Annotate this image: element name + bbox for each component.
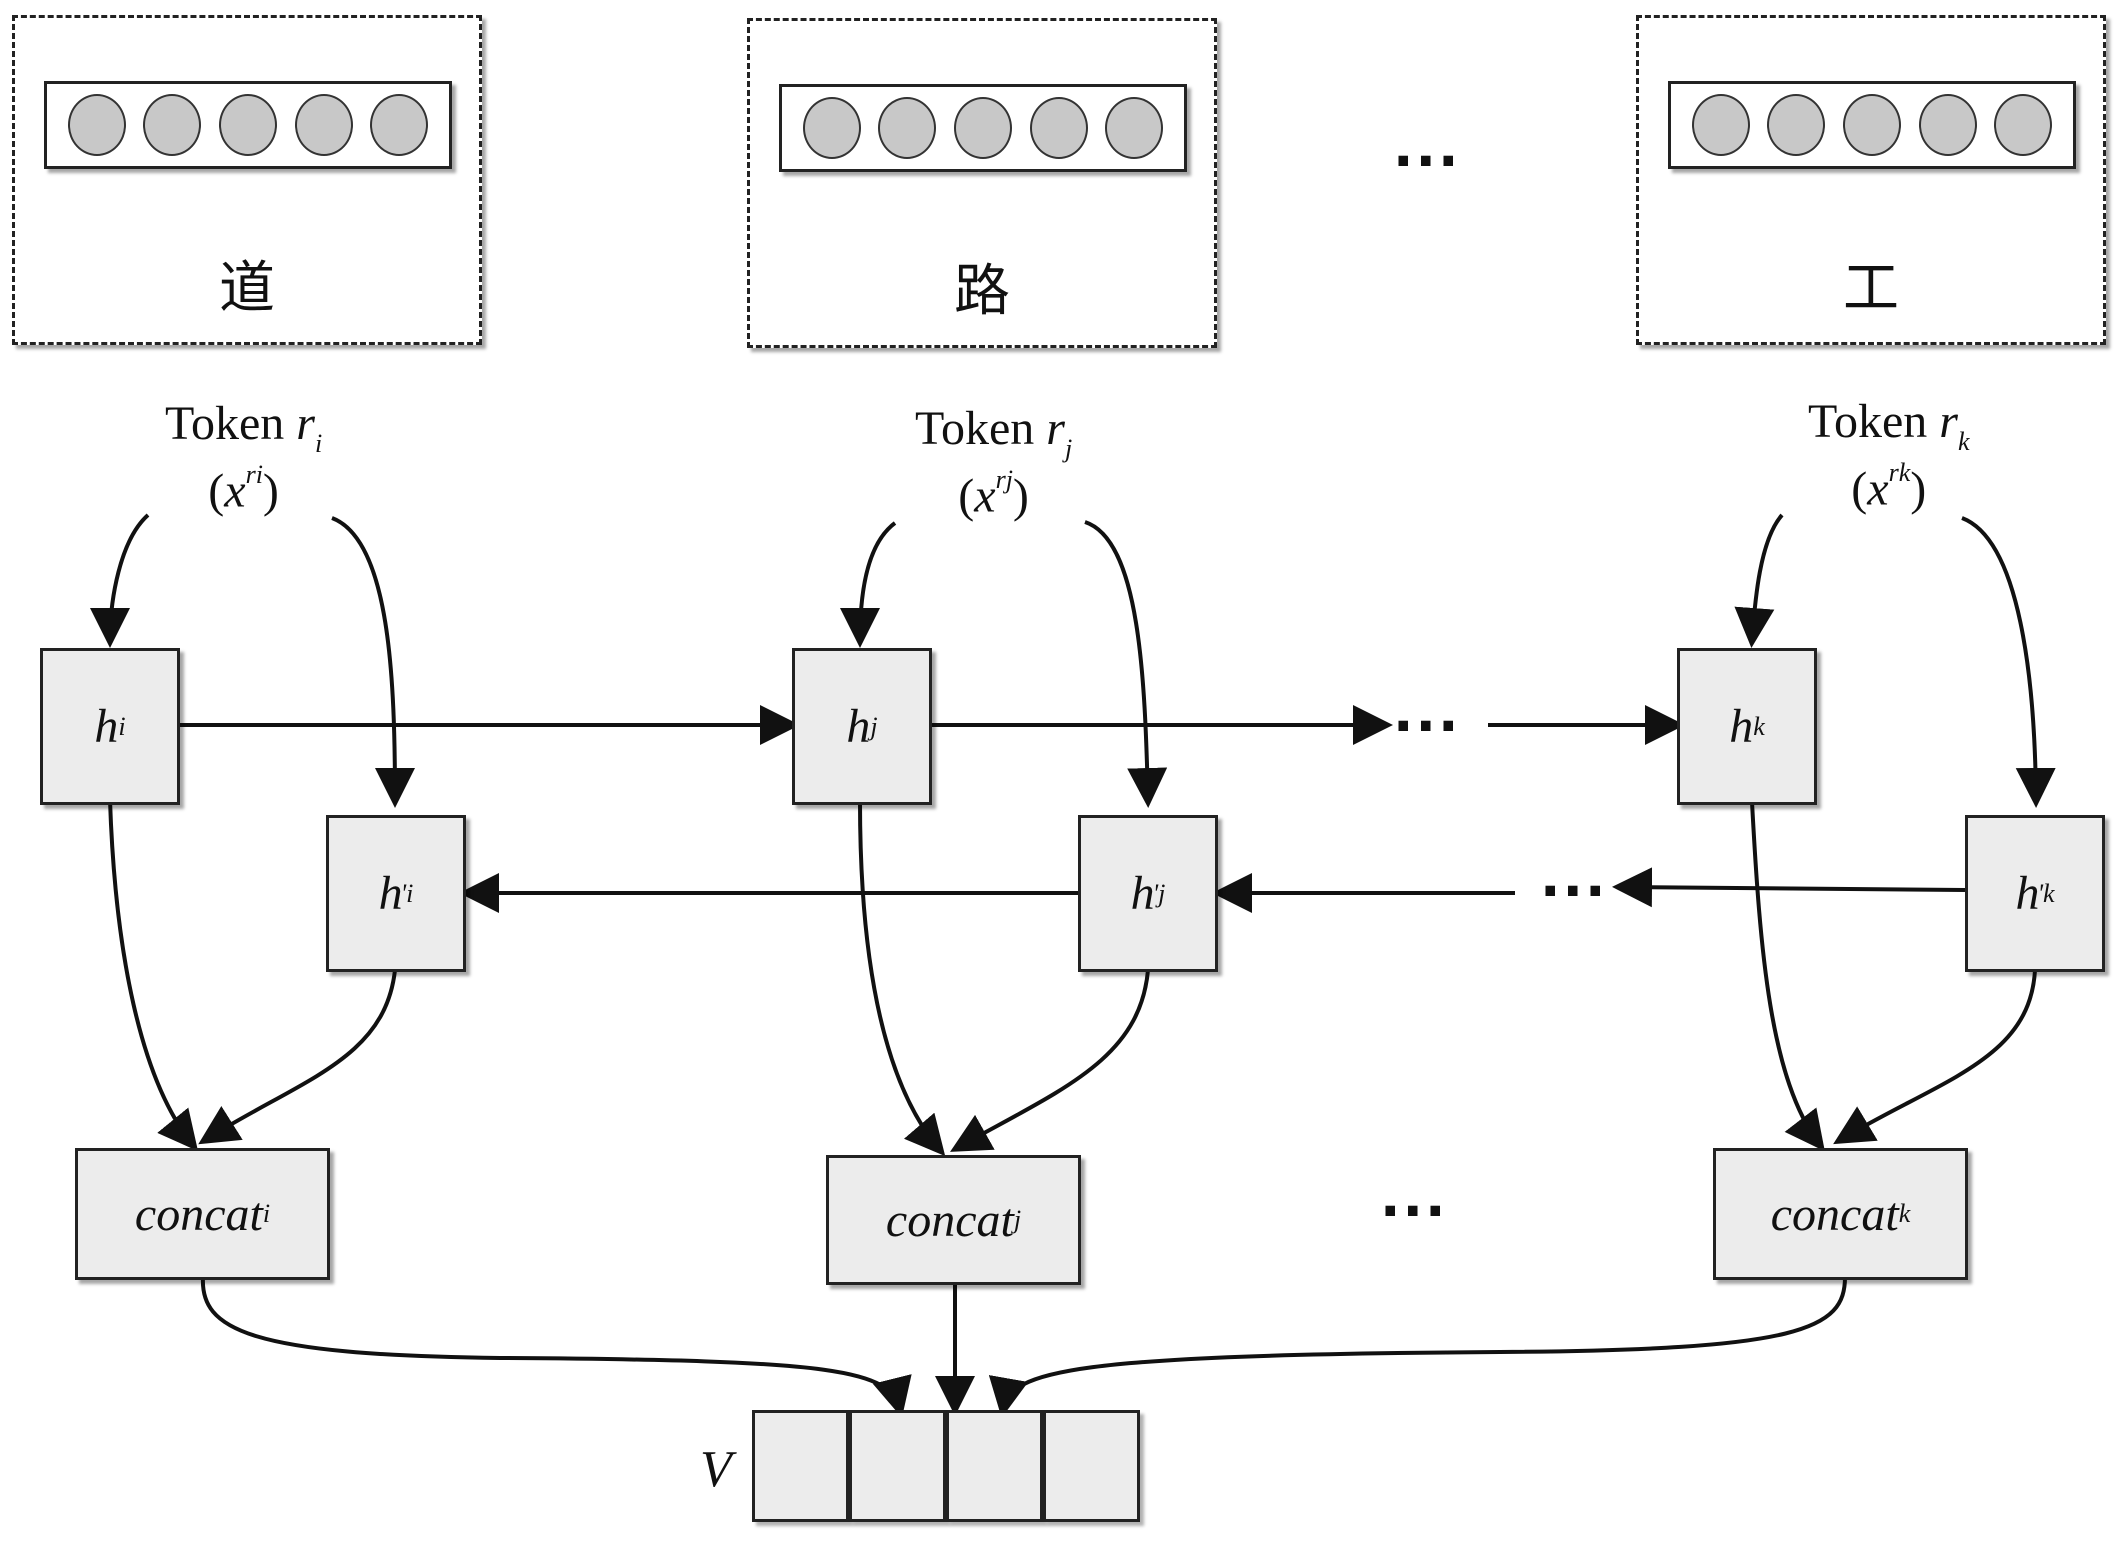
token-label-j: Token rj (xrj) xyxy=(915,402,1073,523)
token-character: 道 xyxy=(219,256,275,321)
state-subscript: j xyxy=(870,711,878,741)
embedding-unit xyxy=(1029,97,1088,159)
embedding-unit xyxy=(1842,94,1901,156)
state-symbol: h xyxy=(2015,867,2040,920)
token-embedding-box-3: 工 xyxy=(1636,15,2106,345)
embedding-unit xyxy=(802,97,861,159)
concat-subscript: j xyxy=(1013,1205,1022,1234)
token-sub: j xyxy=(1064,434,1073,463)
token-sub: k xyxy=(1957,427,1970,456)
embedding-unit xyxy=(218,94,277,156)
input-arrow xyxy=(90,513,150,648)
input-sup: rj xyxy=(995,465,1013,495)
input-arrow xyxy=(1734,513,1784,648)
token-word: Token xyxy=(1808,395,1928,448)
concat-symbol: concat xyxy=(134,1187,263,1241)
state-prime: ' xyxy=(1152,878,1159,908)
state-symbol: h xyxy=(1729,700,1754,753)
concat-subscript: i xyxy=(262,1199,271,1228)
token-character: 工 xyxy=(1843,256,1899,321)
state-subscript: k xyxy=(2043,878,2055,908)
embedding-unit xyxy=(1918,94,1977,156)
token-label-k: Token rk (xrk) xyxy=(1808,395,1970,516)
embedding-unit xyxy=(953,97,1012,159)
output-vector-cell xyxy=(849,1410,946,1522)
input-arrow xyxy=(1084,520,1168,808)
input-base: x xyxy=(1867,462,1889,516)
state-subscript: i xyxy=(406,878,414,908)
concat-arrow xyxy=(1750,801,1825,1152)
state-symbol: h xyxy=(378,867,403,920)
embedding-unit xyxy=(67,94,126,156)
token-character: 路 xyxy=(954,259,1010,324)
state-prime: ' xyxy=(400,878,407,908)
embedding-unit xyxy=(294,94,353,156)
output-arrow xyxy=(200,1276,912,1418)
concat-symbol: concat xyxy=(1770,1187,1899,1241)
embedding-unit xyxy=(878,97,937,159)
ellipsis-top: ··· xyxy=(1393,130,1461,193)
embedding-vector xyxy=(44,81,452,169)
embedding-vector xyxy=(1668,81,2076,169)
backward-arrow xyxy=(1612,867,1966,908)
input-sup: ri xyxy=(245,460,263,490)
state-symbol: h xyxy=(94,700,119,753)
embedding-unit xyxy=(1767,94,1826,156)
token-var: r xyxy=(296,397,315,450)
token-var: r xyxy=(1939,395,1958,448)
input-arrow xyxy=(1961,516,2056,808)
embedding-unit xyxy=(1691,94,1750,156)
concat-arrow xyxy=(1833,969,2037,1145)
state-symbol: h xyxy=(1130,867,1155,920)
concat-arrow xyxy=(198,969,397,1145)
token-var: r xyxy=(1046,402,1065,455)
embedding-unit xyxy=(143,94,202,156)
input-arrow xyxy=(331,516,415,808)
concat-symbol: concat xyxy=(885,1193,1014,1247)
concat-subscript: k xyxy=(1898,1199,1911,1228)
input-sup: rk xyxy=(1888,458,1911,488)
output-arrow xyxy=(988,1276,1847,1418)
output-vector-cell xyxy=(752,1410,849,1522)
ellipsis-forward: ··· xyxy=(1393,695,1461,758)
embedding-unit xyxy=(1994,94,2053,156)
input-base: x xyxy=(974,469,996,523)
concat-arrow xyxy=(858,801,946,1157)
output-label: V xyxy=(700,1441,732,1498)
embedding-unit xyxy=(370,94,429,156)
state-prime: ' xyxy=(2037,878,2043,908)
token-sub: i xyxy=(314,429,323,458)
concat-arrow xyxy=(108,799,199,1152)
concat-arrow xyxy=(950,969,1150,1152)
input-arrow xyxy=(840,521,897,648)
token-word: Token xyxy=(915,402,1035,455)
token-word: Token xyxy=(165,397,285,450)
input-base: x xyxy=(224,464,246,518)
state-subscript: k xyxy=(1753,711,1765,741)
state-subscript: j xyxy=(1158,878,1166,908)
backward-state-box-k: h'k xyxy=(1965,815,2105,972)
output-vector-cell xyxy=(946,1410,1043,1522)
embedding-vector xyxy=(779,84,1187,172)
backward-state-box-i: h'i xyxy=(326,815,466,972)
state-subscript: i xyxy=(118,711,126,741)
backward-state-box-j: h'j xyxy=(1078,815,1218,972)
token-embedding-box-2: 路 xyxy=(747,18,1217,348)
output-vector-cell xyxy=(1043,1410,1140,1522)
ellipsis-concat: ··· xyxy=(1380,1180,1448,1243)
token-label-i: Token ri (xri) xyxy=(165,397,323,518)
ellipsis-backward: ··· xyxy=(1540,860,1608,923)
token-embedding-box-1: 道 xyxy=(12,15,482,345)
embedding-unit xyxy=(1105,97,1164,159)
state-symbol: h xyxy=(846,700,871,753)
